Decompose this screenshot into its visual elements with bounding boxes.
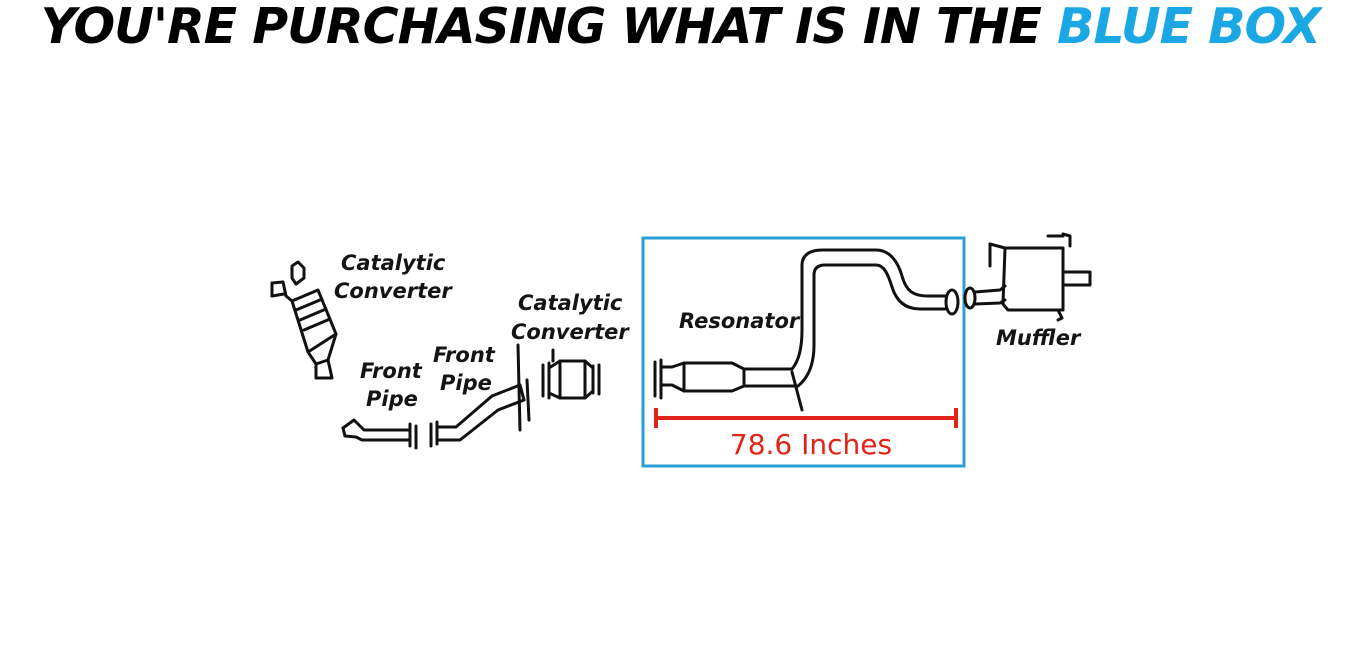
headline: YOU'RE PURCHASING WHAT IS IN THE BLUE BO… xyxy=(0,0,1361,56)
measurement-label: 78.6 Inches xyxy=(730,428,892,461)
front-pipe-1-label-line1: Front xyxy=(360,359,423,383)
front-pipe-2-drawing xyxy=(429,343,531,448)
headline-highlight: BLUE BOX xyxy=(1056,0,1321,55)
resonator-label: Resonator xyxy=(679,309,801,333)
catalytic-converter-2-label-line2: Converter xyxy=(511,320,630,344)
muffler-drawing xyxy=(963,232,1092,322)
catalytic-converter-1-label-line1: Catalytic xyxy=(341,251,446,275)
measurement-bar xyxy=(654,408,958,428)
catalytic-converter-2-drawing xyxy=(541,348,601,400)
catalytic-converter-1-drawing xyxy=(270,260,338,380)
catalytic-converter-2-label-line1: Catalytic xyxy=(518,291,623,315)
blue-box xyxy=(641,236,966,468)
muffler-label: Muffler xyxy=(996,326,1082,350)
headline-prefix: YOU'RE PURCHASING WHAT IS IN THE xyxy=(40,0,1057,55)
catalytic-converter-1-label-line2: Converter xyxy=(334,279,453,303)
front-pipe-2-label-line1: Front xyxy=(433,343,496,367)
resonator-pipe-drawing xyxy=(653,248,960,412)
front-pipe-1-drawing xyxy=(341,418,418,450)
front-pipe-1-label-line2: Pipe xyxy=(366,387,418,411)
front-pipe-2-label-line2: Pipe xyxy=(440,371,492,395)
